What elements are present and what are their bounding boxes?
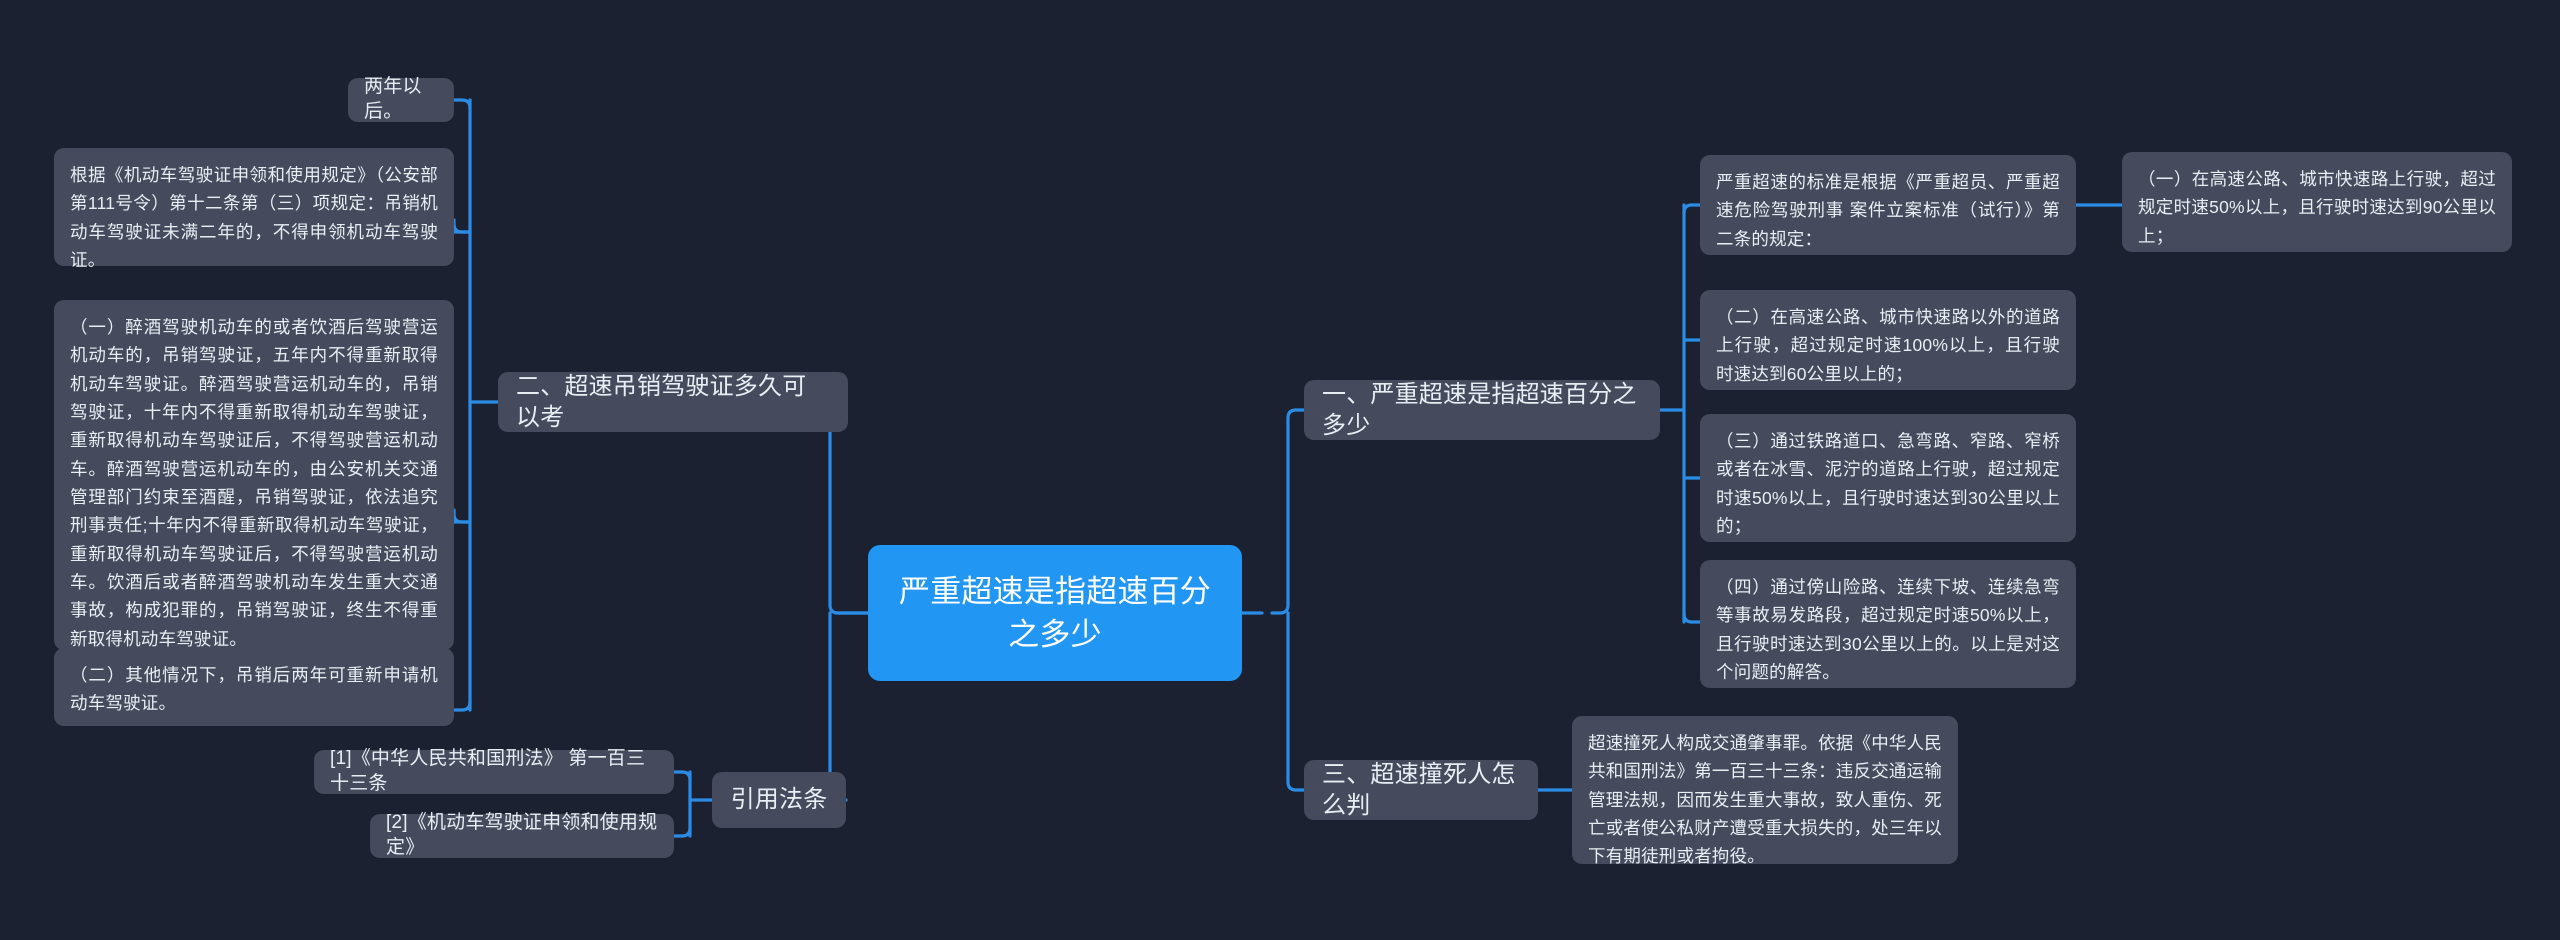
leaf-node-other-cases-text: （二）其他情况下，吊销后两年可重新申请机动车驾驶证。 [70,665,438,714]
branch-node-3-label: 三、超速撞死人怎么判 [1322,760,1516,819]
leaf-node-clause-four-text: （四）通过傍山险路、连续下坡、连续急弯等事故易发路段，超过规定时速50%以上，且… [1716,577,2060,683]
leaf-node-serious-speeding-standard-text: 严重超速的标准是根据《严重超员、严重超速危险驾驶刑事 案件立案标准（试行）》第二… [1716,172,2060,249]
branch-node-references[interactable]: 引用法条 [712,772,846,828]
leaf-node-two-years[interactable]: 两年以后。 [348,76,454,122]
branch-node-1-label: 一、严重超速是指超速百分之多少 [1322,380,1637,439]
branch-node-2[interactable]: 二、超速吊销驾驶证多久可以考 [498,372,848,432]
leaf-node-clause-one[interactable]: （一）在高速公路、城市快速路上行驶，超过规定时速50%以上，且行驶时速达到90公… [2122,152,2512,252]
leaf-node-regulation-111-text: 根据《机动车驾驶证申领和使用规定》（公安部第111号令）第十二条第（三）项规定：… [70,165,438,271]
leaf-node-clause-three[interactable]: （三）通过铁路道口、急弯路、窄路、窄桥或者在冰雪、泥泞的道路上行驶，超过规定时速… [1700,414,2076,542]
leaf-node-clause-three-text: （三）通过铁路道口、急弯路、窄路、窄桥或者在冰雪、泥泞的道路上行驶，超过规定时速… [1716,431,2060,537]
leaf-node-other-cases[interactable]: （二）其他情况下，吊销后两年可重新申请机动车驾驶证。 [54,648,454,726]
leaf-node-reference-2-label: [2]《机动车驾驶证申领和使用规定》 [386,812,658,858]
leaf-node-regulation-111[interactable]: 根据《机动车驾驶证申领和使用规定》（公安部第111号令）第十二条第（三）项规定：… [54,148,454,270]
leaf-node-clause-four[interactable]: （四）通过傍山险路、连续下坡、连续急弯等事故易发路段，超过规定时速50%以上，且… [1700,560,2076,688]
leaf-node-clause-two-text: （二）在高速公路、城市快速路以外的道路上行驶，超过规定时速100%以上，且行驶时… [1716,307,2060,384]
leaf-node-drunk-driving-rules-text: （一）醉酒驾驶机动车的或者饮酒后驾驶营运机动车的，吊销驾驶证，五年内不得重新取得… [70,317,438,649]
branch-node-references-label: 引用法条 [730,786,828,814]
root-node[interactable]: 严重超速是指超速百分之多少 [868,545,1242,681]
leaf-node-clause-one-text: （一）在高速公路、城市快速路上行驶，超过规定时速50%以上，且行驶时速达到90公… [2138,169,2496,246]
branch-node-3[interactable]: 三、超速撞死人怎么判 [1304,760,1538,820]
branch-node-1[interactable]: 一、严重超速是指超速百分之多少 [1304,380,1660,440]
leaf-node-serious-speeding-standard[interactable]: 严重超速的标准是根据《严重超员、严重超速危险驾驶刑事 案件立案标准（试行）》第二… [1700,155,2076,255]
branch-node-2-label: 二、超速吊销驾驶证多久可以考 [516,372,807,431]
leaf-node-fatal-speeding-penalty-text: 超速撞死人构成交通肇事罪。依据《中华人民共和国刑法》第一百三十三条：违反交通运输… [1588,733,1942,867]
leaf-node-reference-2[interactable]: [2]《机动车驾驶证申领和使用规定》 [370,812,674,858]
root-node-label: 严重超速是指超速百分之多少 [899,573,1211,652]
leaf-node-reference-1[interactable]: [1]《中华人民共和国刑法》 第一百三十三条 [314,748,674,794]
leaf-node-clause-two[interactable]: （二）在高速公路、城市快速路以外的道路上行驶，超过规定时速100%以上，且行驶时… [1700,290,2076,390]
leaf-node-two-years-label: 两年以后。 [364,76,422,122]
leaf-node-fatal-speeding-penalty[interactable]: 超速撞死人构成交通肇事罪。依据《中华人民共和国刑法》第一百三十三条：违反交通运输… [1572,716,1958,867]
leaf-node-reference-1-label: [1]《中华人民共和国刑法》 第一百三十三条 [330,748,646,794]
leaf-node-drunk-driving-rules[interactable]: （一）醉酒驾驶机动车的或者饮酒后驾驶营运机动车的，吊销驾驶证，五年内不得重新取得… [54,300,454,650]
